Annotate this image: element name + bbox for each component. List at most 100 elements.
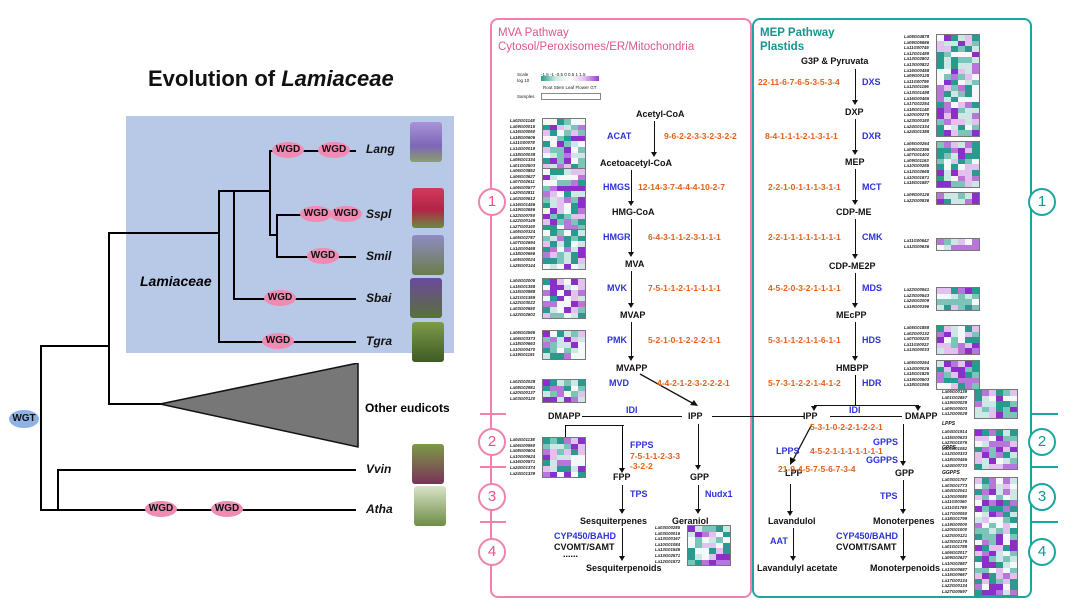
heatmap-cells — [542, 168, 586, 232]
heatmap-cell — [937, 118, 944, 125]
metabolite-hmbpp: HMBPP — [836, 363, 869, 373]
heatmap-cell — [1010, 550, 1017, 557]
heatmap-cell — [543, 146, 550, 153]
plant-image-lang — [410, 122, 442, 162]
heatmap-cell — [975, 489, 982, 495]
heatmap-cell — [557, 353, 564, 359]
heatmap-cell — [709, 526, 716, 532]
heatmap-cells — [542, 330, 586, 360]
enzyme-ggpps: GGPPS — [866, 455, 899, 465]
heatmap-cell — [937, 40, 944, 47]
enzyme-mvd: MVD — [609, 378, 629, 388]
heatmap-cell — [951, 337, 958, 343]
heatmap-cell — [944, 372, 951, 378]
heatmap-cell — [944, 181, 951, 187]
heatmap-cell — [564, 230, 571, 236]
heatmap-cell — [550, 152, 557, 159]
heatmap-cell — [571, 353, 578, 359]
heatmap-cell — [543, 301, 550, 307]
heatmap-cell — [578, 208, 585, 214]
heatmap-cell — [557, 465, 564, 472]
heatmap-cell — [965, 85, 972, 91]
pathway-arrow — [694, 485, 702, 514]
heatmap-cell — [996, 395, 1003, 402]
heatmap-cell — [557, 295, 564, 302]
pathway-arrow — [899, 424, 907, 466]
heatmap-cell — [944, 35, 951, 41]
ipp-to-lpp-arrow — [790, 423, 813, 465]
heatmap-cell — [550, 163, 557, 170]
heatmap-cell — [543, 158, 550, 164]
heatmap-cell — [578, 279, 585, 285]
heatmap-cell — [958, 326, 965, 332]
pathway-arrow — [851, 273, 859, 308]
heatmap-cell — [543, 471, 550, 478]
heatmap-cell — [958, 293, 965, 300]
heatmap-cell — [989, 401, 996, 407]
heatmap-cell — [578, 342, 585, 348]
heatmap-cell — [557, 279, 564, 285]
mva-title-line2: Cytosol/Peroxisomes/ER/Mitochondria — [498, 41, 695, 53]
stage-1-marker: 1 — [1028, 188, 1056, 216]
heatmap-cell — [578, 119, 585, 125]
heatmap-cell — [975, 483, 982, 490]
heatmap-cell — [557, 124, 564, 131]
heatmap-cell — [550, 443, 557, 450]
heatmap-cell — [557, 301, 564, 307]
heatmap-cell — [972, 130, 979, 136]
heatmap-cell — [1010, 430, 1017, 436]
wgt-marker: WGT — [9, 410, 39, 428]
heatmap-cell — [557, 169, 564, 175]
heatmap-cell — [564, 301, 571, 307]
enzyme-idi: IDI — [849, 405, 861, 415]
heatmap-cell — [557, 471, 564, 478]
heatmap-cell — [937, 244, 944, 251]
heatmap-cell — [965, 175, 972, 182]
wgd-marker: WGD — [318, 142, 350, 158]
heatmap-cell — [972, 113, 979, 119]
heatmap-cell — [1003, 430, 1010, 436]
heatmap-cell — [951, 342, 958, 349]
heatmap-cell — [996, 589, 1003, 596]
heatmap-cell — [702, 537, 709, 543]
heatmap-cell — [944, 304, 951, 311]
heatmap-cell — [557, 130, 564, 136]
heatmap-cell — [578, 438, 585, 444]
stage-4-marker: 4 — [478, 538, 506, 566]
heatmap-cell — [688, 553, 695, 560]
heatmap-cell — [557, 208, 564, 214]
heatmap-cell — [571, 331, 578, 337]
wgd-marker: WGD — [264, 290, 296, 306]
heatmap-cell — [965, 372, 972, 378]
heatmap-cell — [975, 578, 982, 585]
heatmap-cell — [1003, 550, 1010, 557]
heatmap-cells — [542, 229, 586, 271]
heatmap-cell — [965, 147, 972, 154]
heatmap-cell — [702, 548, 709, 554]
heatmap-cell — [564, 235, 571, 242]
heatmap-cell — [996, 446, 1003, 453]
heatmap-cell — [937, 74, 944, 80]
heatmap-cell — [937, 96, 944, 103]
heatmap-cell — [965, 288, 972, 294]
heatmap-cell — [958, 193, 965, 199]
heatmap-cell — [543, 380, 550, 386]
pathway-arrow — [789, 528, 797, 561]
heatmap-cell — [543, 336, 550, 343]
heatmap-cell — [996, 522, 1003, 529]
heatmap-cell — [1003, 561, 1010, 568]
species-label: Vvin — [366, 462, 392, 476]
heatmap-cell — [989, 463, 996, 470]
heatmap-cell — [578, 202, 585, 209]
heatmap-cell — [564, 174, 571, 181]
heatmap-cell — [550, 438, 557, 444]
heatmap-cell — [958, 62, 965, 69]
heatmap-cell — [695, 559, 702, 566]
tree-branch — [108, 232, 220, 234]
heatmap-cell — [543, 460, 550, 466]
heatmap-cell — [972, 366, 979, 373]
heatmap-cell — [557, 185, 564, 192]
heatmap-cell — [571, 208, 578, 214]
heatmap-cell — [958, 68, 965, 75]
